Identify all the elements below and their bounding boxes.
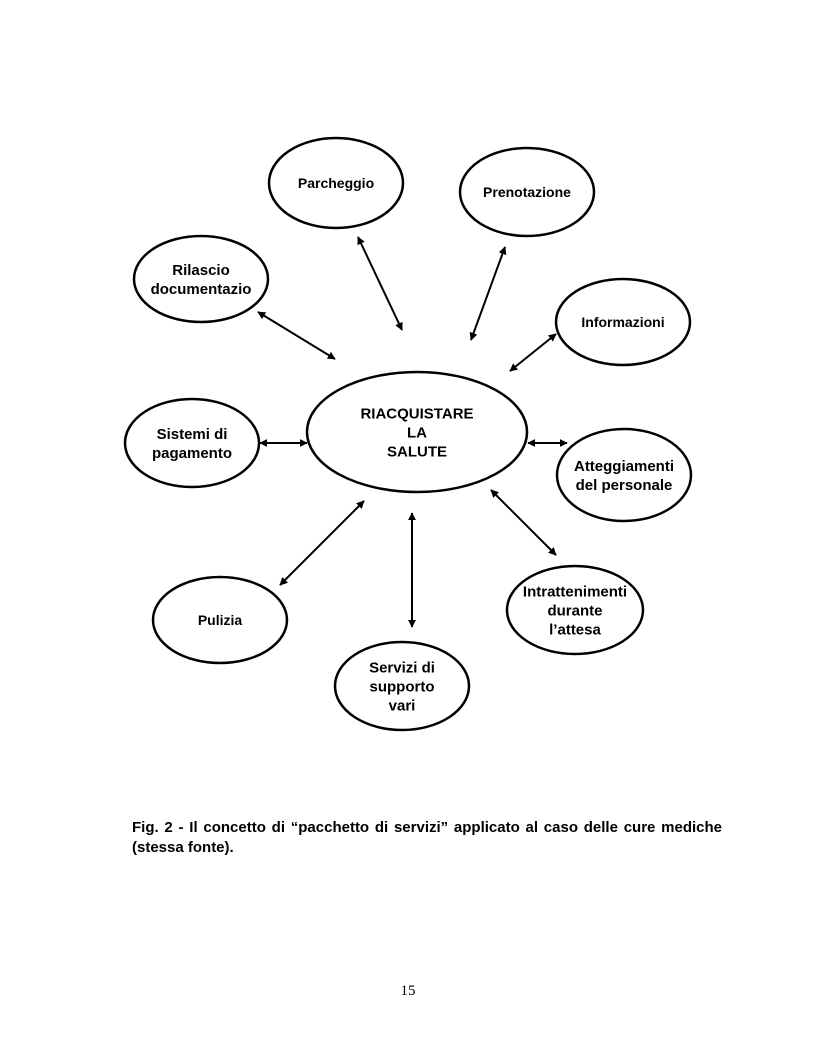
node-servizi-label-line: supporto xyxy=(370,678,435,695)
node-intrattenimenti-label: Intrattenimenti durante l’attesa xyxy=(523,583,627,638)
node-prenotazione: Prenotazione xyxy=(458,146,596,238)
node-prenotazione-label-line: Prenotazione xyxy=(483,184,571,200)
center-node xyxy=(305,370,529,494)
node-rilascio-shape xyxy=(132,234,270,324)
node-sistemi-label: Sistemi di pagamento xyxy=(152,426,232,462)
node-servizi: Servizi di supporto vari xyxy=(333,640,471,732)
node-prenotazione-label: Prenotazione xyxy=(483,184,571,200)
node-prenotazione-shape xyxy=(458,146,596,238)
node-intrattenimenti: Intrattenimenti durante l’attesa xyxy=(505,564,645,656)
page-number: 15 xyxy=(400,983,416,999)
node-servizi-label-line: Servizi di xyxy=(369,659,435,676)
node-pulizia: Pulizia xyxy=(151,575,289,665)
node-intrattenimenti-label-line: l’attesa xyxy=(549,621,601,638)
node-sistemi: Sistemi di pagamento xyxy=(123,397,261,489)
arrow-informazioni xyxy=(509,333,557,372)
node-pulizia-label-line: Pulizia xyxy=(198,612,243,628)
node-rilascio: Rilascio documentazio xyxy=(132,234,270,324)
node-sistemi-shape xyxy=(123,397,261,489)
node-parcheggio-label-line: Parcheggio xyxy=(298,175,374,191)
center-node-label-line: LA xyxy=(407,424,427,441)
node-sistemi-label-line: pagamento xyxy=(152,445,232,462)
figure-caption: Fig. 2 - Il concetto di “pacchetto di se… xyxy=(132,819,722,856)
node-informazioni: Informazioni xyxy=(554,277,692,367)
node-informazioni-label-line: Informazioni xyxy=(581,314,664,330)
node-rilascio-label-line: Rilascio xyxy=(172,262,230,279)
arrow-pulizia xyxy=(279,500,365,586)
center-node-label-line: SALUTE xyxy=(387,443,447,460)
node-informazioni-label: Informazioni xyxy=(581,314,664,330)
node-parcheggio: Parcheggio xyxy=(267,136,405,230)
node-pulizia-label: Pulizia xyxy=(198,612,243,628)
node-parcheggio-shape xyxy=(267,136,405,230)
node-pulizia-shape xyxy=(151,575,289,665)
center-node-label: RIACQUISTARE LA SALUTE xyxy=(360,405,473,460)
node-intrattenimenti-shape xyxy=(505,564,645,656)
node-rilascio-label: Rilascio documentazio xyxy=(151,262,252,298)
node-atteggiamenti-shape xyxy=(555,427,693,523)
arrow-prenotazione xyxy=(469,246,507,341)
node-atteggiamenti-label-line: del personale xyxy=(576,477,673,494)
node-servizi-label: Servizi di supporto vari xyxy=(369,659,435,714)
arrow-rilascio xyxy=(257,311,336,360)
center-node-label-line: RIACQUISTARE xyxy=(360,405,473,422)
node-parcheggio-label: Parcheggio xyxy=(298,175,374,191)
node-atteggiamenti-label-line: Atteggiamenti xyxy=(574,458,674,475)
arrow-parcheggio xyxy=(357,236,403,331)
node-intrattenimenti-label-line: durante xyxy=(547,602,602,619)
node-atteggiamenti: Atteggiamenti del personale xyxy=(555,427,693,523)
arrow-intrattenimenti xyxy=(490,489,557,556)
node-atteggiamenti-label: Atteggiamenti del personale xyxy=(574,458,674,494)
node-intrattenimenti-label-line: Intrattenimenti xyxy=(523,583,627,600)
node-servizi-label-line: vari xyxy=(389,697,416,714)
node-rilascio-label-line: documentazio xyxy=(151,281,252,298)
node-sistemi-label-line: Sistemi di xyxy=(157,426,228,443)
node-servizi-shape xyxy=(333,640,471,732)
node-informazioni-shape xyxy=(554,277,692,367)
